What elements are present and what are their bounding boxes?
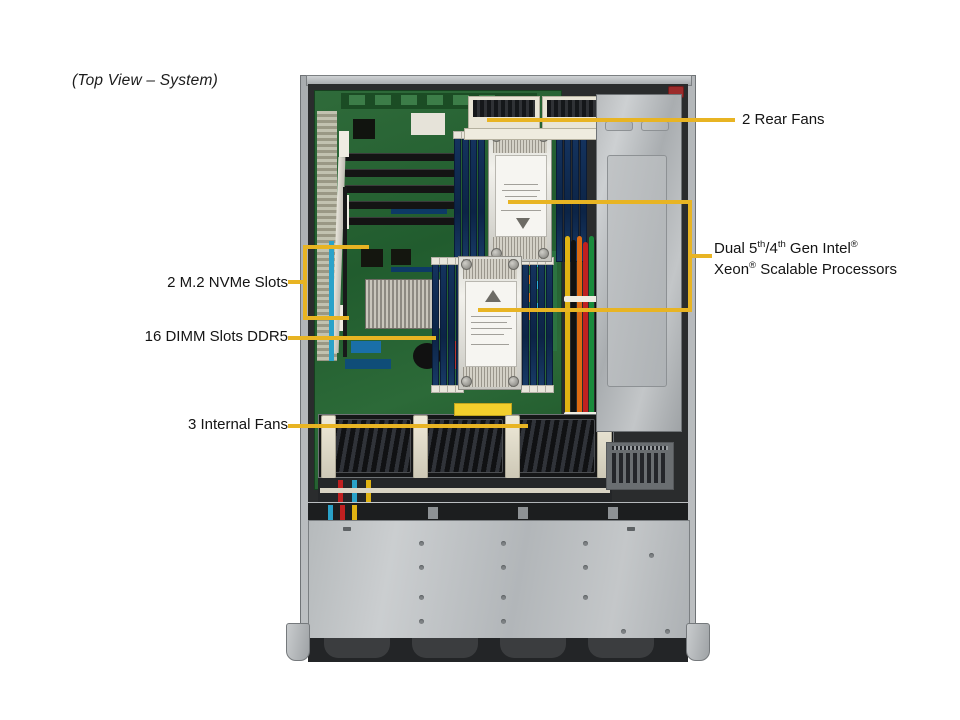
psu-cover xyxy=(596,94,682,432)
pcie-slot xyxy=(345,185,461,193)
callout-internal-fans: 3 Internal Fans xyxy=(187,416,288,433)
rear-fan-1 xyxy=(468,96,540,130)
dimm-slot xyxy=(462,138,469,262)
leader-line-dimm xyxy=(288,336,436,340)
rack-ear-right xyxy=(686,623,710,661)
pcie-slot xyxy=(345,201,461,209)
leader-line-processors-stub xyxy=(688,254,712,258)
callout-processors-line1: Dual 5th/4th Gen Intel® xyxy=(714,239,858,257)
drive-bay-cover xyxy=(308,520,690,640)
drive-bay-gap xyxy=(308,503,688,521)
pcie-slot xyxy=(345,169,461,177)
leader-line-rear-fans xyxy=(487,118,735,122)
dimm-slot xyxy=(454,138,461,262)
leader-line-internal-fans xyxy=(288,424,528,428)
cpu-heatsink-1 xyxy=(488,128,552,262)
view-caption: (Top View – System) xyxy=(72,72,218,89)
dimm-slot xyxy=(530,264,537,386)
callout-m2-slots: 2 M.2 NVMe Slots xyxy=(167,274,288,291)
m2-slot xyxy=(391,267,447,272)
dimm-slot xyxy=(448,264,455,386)
leader-bracket-m2-arm-bottom xyxy=(303,316,349,320)
dimm-slot xyxy=(546,264,553,386)
psu-bay xyxy=(590,86,686,490)
dimm-slot xyxy=(478,138,485,262)
internal-fan-bay xyxy=(318,403,614,479)
leader-bracket-processors-arm-bottom xyxy=(478,308,692,312)
dimm-slot xyxy=(440,264,447,386)
pcie-slot xyxy=(345,217,461,225)
callout-processors-line2: Xeon® Scalable Processors xyxy=(714,260,897,278)
dimm-slot xyxy=(538,264,545,386)
callout-dimm-slots: 16 DIMM Slots DDR5 xyxy=(144,328,288,345)
cpu-heatsink-2 xyxy=(458,256,522,390)
m2-slot xyxy=(391,209,447,214)
internal-fan-1 xyxy=(333,419,411,473)
callout-rear-fans: 2 Rear Fans xyxy=(742,111,825,128)
callout-processors: Dual 5th/4th Gen Intel® Xeon® Scalable P… xyxy=(714,238,897,280)
rack-ear-left xyxy=(286,623,310,661)
server-chassis xyxy=(286,75,710,662)
psu-vent-grille xyxy=(606,442,674,490)
dimm-slot xyxy=(470,138,477,262)
pcie-slot xyxy=(345,153,461,161)
leader-bracket-m2-arm-top xyxy=(303,245,369,249)
internal-fan-2 xyxy=(425,419,503,473)
pch-heatsink xyxy=(365,279,441,329)
warning-sticker xyxy=(454,403,512,416)
leader-line-m2-stub xyxy=(288,280,307,284)
dimm-slot xyxy=(432,264,439,386)
leader-bracket-processors-arm-top xyxy=(508,200,692,204)
dimm-slot xyxy=(522,264,529,386)
internal-fan-3 xyxy=(517,419,595,473)
chassis-interior xyxy=(308,84,688,502)
